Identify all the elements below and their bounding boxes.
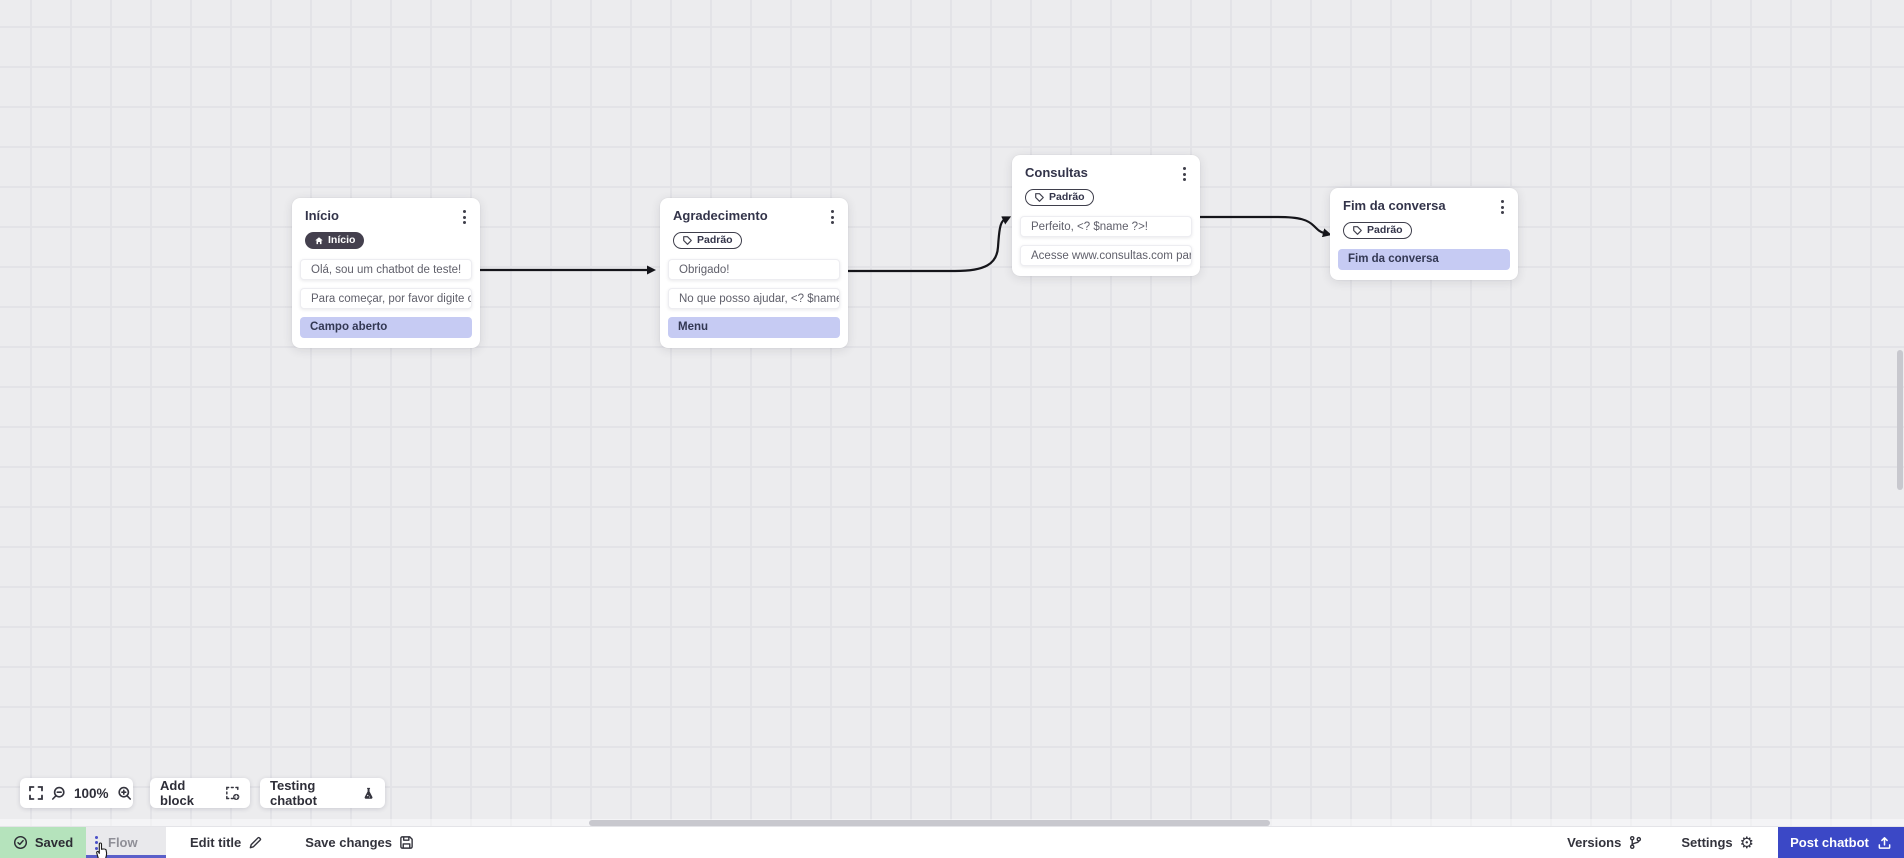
upload-icon	[1878, 837, 1891, 849]
node-title: Início	[305, 208, 339, 223]
zoom-out-icon	[52, 786, 65, 800]
saved-label: Saved	[34, 835, 74, 850]
testing-chatbot-button[interactable]: Testing chatbot	[260, 778, 385, 808]
zoom-in-icon	[117, 786, 131, 800]
tag-icon	[1353, 226, 1362, 235]
zoom-out-button[interactable]	[51, 786, 66, 801]
saved-status-badge: Saved	[0, 827, 86, 858]
node-title: Consultas	[1025, 165, 1088, 180]
fullscreen-icon	[29, 786, 43, 800]
node-rows: Olá, sou um chatbot de teste! Para começ…	[300, 259, 472, 338]
node-menu-button[interactable]	[459, 208, 470, 226]
zoom-in-button[interactable]	[117, 786, 132, 801]
node-menu-button[interactable]	[1179, 165, 1190, 183]
zoom-toolbar: 100%	[20, 778, 133, 808]
node-menu-button[interactable]	[827, 208, 838, 226]
edit-title-label: Edit title	[190, 835, 242, 850]
testing-chatbot-label: Testing chatbot	[270, 778, 317, 808]
check-circle-icon	[13, 835, 27, 850]
message-row[interactable]: No que posso ajudar, <? $name ...	[668, 288, 840, 309]
settings-label: Settings	[1681, 835, 1733, 850]
save-changes-button[interactable]: Save changes	[305, 827, 414, 858]
save-icon	[400, 836, 413, 849]
gear-icon: ⚙	[1739, 832, 1754, 852]
node-type-badge: Padrão	[1343, 222, 1412, 239]
add-block-label: Add block	[160, 778, 194, 808]
message-row[interactable]: Acesse www.consultas.com par...	[1020, 245, 1192, 266]
post-chatbot-label: Post chatbot	[1790, 835, 1869, 850]
zoom-level: 100%	[74, 785, 109, 801]
node-title: Fim da conversa	[1343, 198, 1446, 213]
horizontal-scrollbar-thumb[interactable]	[589, 820, 1270, 826]
home-icon	[315, 236, 323, 244]
flow-tab-label: Flow	[108, 835, 138, 850]
message-row[interactable]: Obrigado!	[668, 259, 840, 280]
tab-flow[interactable]: Flow	[86, 827, 166, 858]
message-row[interactable]: Olá, sou um chatbot de teste!	[300, 259, 472, 280]
versions-button[interactable]: Versions	[1567, 827, 1643, 858]
node-fim-da-conversa[interactable]: Fim da conversa Padrão Fim da conversa	[1330, 188, 1518, 280]
node-type-badge: Padrão	[1025, 189, 1094, 206]
versions-label: Versions	[1567, 835, 1622, 850]
node-type-badge: Início	[305, 232, 365, 249]
flow-menu-icon[interactable]	[95, 835, 98, 850]
action-row[interactable]: Menu	[668, 317, 840, 338]
status-bar: Saved Flow Edit title Save changes Versi…	[0, 826, 1904, 858]
save-changes-label: Save changes	[305, 835, 392, 850]
action-row[interactable]: Campo aberto	[300, 317, 472, 338]
settings-button[interactable]: Settings ⚙	[1681, 827, 1754, 858]
node-rows: Fim da conversa	[1338, 249, 1510, 270]
fullscreen-button[interactable]	[29, 786, 43, 800]
node-header: Consultas	[1020, 165, 1192, 183]
node-consultas[interactable]: Consultas Padrão Perfeito, <? $name ?>! …	[1012, 155, 1200, 276]
node-header: Agradecimento	[668, 208, 840, 226]
active-tab-underline	[86, 855, 166, 858]
status-bar-right: Versions Settings ⚙ Post chatbot	[1567, 827, 1904, 858]
node-rows: Perfeito, <? $name ?>! Acesse www.consul…	[1020, 216, 1192, 266]
node-menu-button[interactable]	[1497, 198, 1508, 216]
node-inicio[interactable]: Início Início Olá, sou um chatbot de tes…	[292, 198, 480, 348]
vertical-scrollbar-thumb[interactable]	[1897, 350, 1903, 490]
tag-icon	[1035, 193, 1044, 202]
git-branch-icon	[1630, 835, 1642, 850]
tag-icon	[683, 236, 692, 245]
post-chatbot-button[interactable]: Post chatbot	[1778, 827, 1904, 858]
action-row[interactable]: Fim da conversa	[1338, 249, 1510, 270]
node-header: Início	[300, 208, 472, 226]
node-rows: Obrigado! No que posso ajudar, <? $name …	[668, 259, 840, 338]
add-block-icon	[226, 786, 240, 801]
message-row[interactable]: Perfeito, <? $name ?>!	[1020, 216, 1192, 237]
node-type-badge: Padrão	[673, 232, 742, 249]
node-header: Fim da conversa	[1338, 198, 1510, 216]
flask-icon	[364, 787, 373, 799]
message-row[interactable]: Para começar, por favor digite o ...	[300, 288, 472, 309]
node-title: Agradecimento	[673, 208, 768, 223]
pencil-icon	[249, 836, 262, 849]
node-agradecimento[interactable]: Agradecimento Padrão Obrigado! No que po…	[660, 198, 848, 348]
add-block-button[interactable]: Add block	[150, 778, 250, 808]
edit-title-button[interactable]: Edit title	[190, 827, 263, 858]
